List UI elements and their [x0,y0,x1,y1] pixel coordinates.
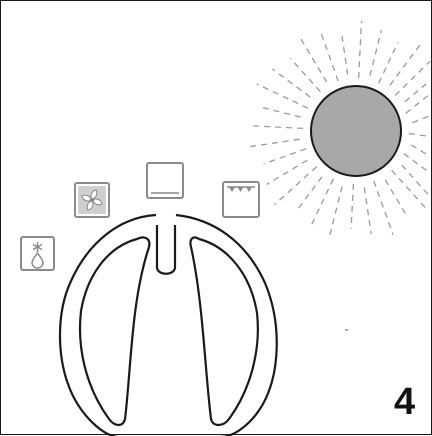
knob-outer-edge [58,213,157,436]
light-ray [266,159,308,185]
light-ray [401,164,431,198]
light-ray [298,36,328,83]
light-ray [263,148,307,165]
light-ray [350,183,355,229]
light-ray [410,144,431,157]
light-ray [363,187,372,234]
knob-pointer [155,225,177,275]
oven-lamp-indicator [247,21,431,238]
conventional-heating-icon [146,162,184,199]
light-ray [272,68,311,98]
light-ray [378,42,399,84]
defrost-icon [20,236,55,271]
light-ray [260,106,301,118]
light-ray [408,132,431,138]
figure-number: 4 [394,381,416,423]
fan-icon [74,182,110,218]
light-ray [412,115,431,124]
light-ray [273,166,318,206]
top-heat-grill-icon [222,181,260,218]
light-ray [247,138,300,148]
light-rays [247,21,431,238]
light-ray [256,83,309,109]
light-ray [357,21,363,79]
light-ray [341,33,349,75]
light-ray [394,60,431,96]
light-ray [296,176,323,211]
light-ray [404,80,431,103]
light-ray [328,186,343,238]
function-selector-knob[interactable] [58,213,278,436]
knob-left-grip [78,236,151,427]
light-ray [403,153,431,174]
light-ray [391,169,427,209]
light-ray [320,32,339,82]
knob-outer-edge-right [175,213,278,436]
light-ray [405,93,431,114]
light-ray [373,180,394,235]
light-ray [384,179,407,216]
knob-right-grip [189,236,259,427]
light-ray [289,57,321,93]
lamp-circle [310,85,402,177]
light-ray [369,29,383,76]
light-ray [252,125,304,130]
light-ray [389,42,423,86]
light-ray [310,178,334,226]
